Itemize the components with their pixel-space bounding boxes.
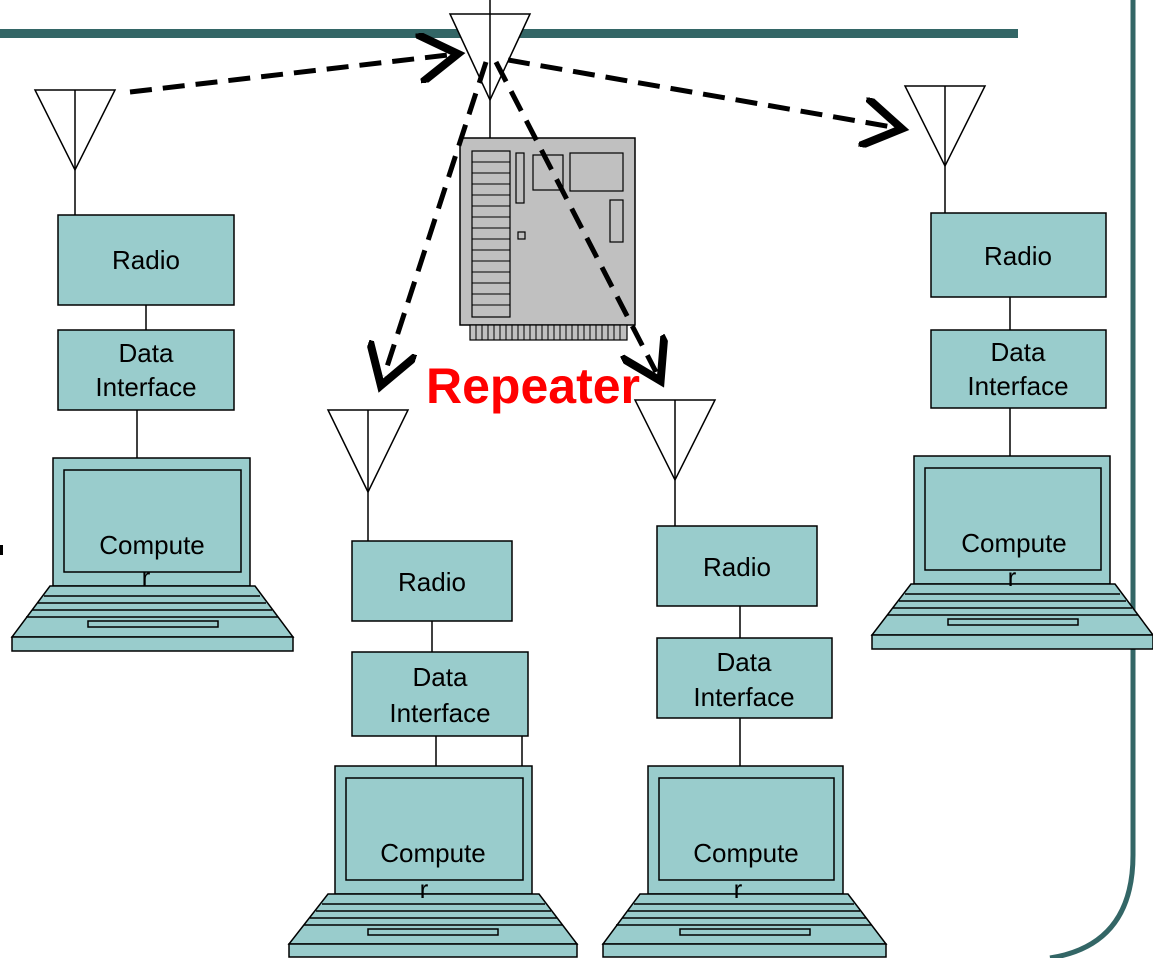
antenna-icon: [33, 89, 117, 215]
antenna-icon: [903, 85, 987, 213]
computer-label-line2: r: [734, 874, 743, 904]
data-interface-box: [930, 329, 1107, 409]
data-interface-label-line1: Data: [413, 662, 468, 692]
data-interface-label-line2: Interface: [967, 371, 1068, 401]
data-interface-box: [57, 329, 235, 411]
repeater-antenna-icon: [448, 0, 532, 138]
laptop-icon: [10, 457, 295, 652]
laptop-icon: [870, 455, 1153, 650]
edge-mark: [0, 545, 3, 555]
radio-box: [57, 214, 235, 306]
radio-label: Radio: [112, 245, 180, 275]
radio-label: Radio: [703, 552, 771, 582]
repeater-label: Repeater: [426, 358, 640, 414]
data-interface-box: [351, 651, 529, 737]
laptop-icon: [601, 765, 888, 958]
computer-label-line2: r: [142, 562, 151, 592]
computer-label-line2: r: [1008, 562, 1017, 592]
link-to-node-right: [507, 57, 892, 127]
data-interface-label-line1: Data: [717, 647, 772, 677]
antenna-icon: [326, 409, 410, 541]
computer-label-line1: Compute: [693, 838, 799, 868]
slide-border: [1049, 0, 1136, 958]
link-to-node-bottom-right: [493, 60, 656, 372]
radio-box: [351, 540, 513, 622]
computer-label-line2: r: [420, 874, 429, 904]
radio-box: [656, 525, 818, 607]
radio-label: Radio: [398, 567, 466, 597]
data-interface-label-line1: Data: [119, 338, 174, 368]
circuit-board-icon: [459, 137, 636, 341]
data-interface-label-line2: Interface: [693, 682, 794, 712]
data-interface-box: [656, 637, 833, 719]
data-interface-label-line2: Interface: [389, 698, 490, 728]
node-1: Radio Data Interface Compute r: [10, 89, 295, 652]
computer-label-line1: Compute: [99, 530, 205, 560]
node-4: Radio Data Interface Compute r: [870, 85, 1153, 650]
laptop-icon: [287, 765, 579, 958]
computer-label-line1: Compute: [380, 838, 486, 868]
data-interface-label-line2: Interface: [95, 372, 196, 402]
node-3: Radio Data Interface Compute r: [601, 399, 888, 958]
data-interface-label-line1: Data: [991, 337, 1046, 367]
node-2: Radio Data Interface Compute r: [287, 409, 579, 958]
computer-label-line1: Compute: [961, 528, 1067, 558]
antenna-icon: [633, 399, 717, 526]
link-to-node-bottom-left: [384, 61, 489, 376]
radio-box: [930, 212, 1107, 298]
link-to-repeater: [129, 55, 448, 95]
radio-label: Radio: [984, 241, 1052, 271]
